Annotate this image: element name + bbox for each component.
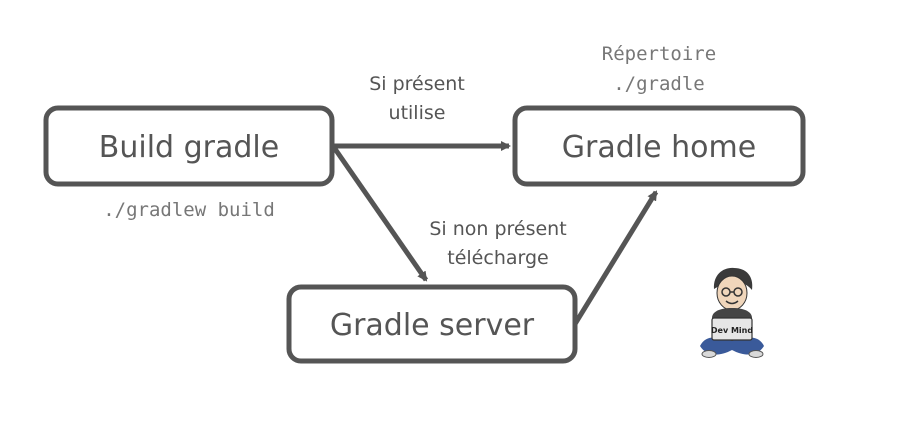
arrow-server-to-home: [572, 190, 659, 326]
gradle-home-box: [512, 105, 806, 187]
edge-label-absent-line2: télécharge: [447, 247, 548, 269]
mascot-shoe-left: [701, 350, 717, 358]
node-build-gradle: Build gradle: [43, 105, 335, 187]
arrow-build-to-server: [330, 144, 429, 282]
edge-label-present-line2: utilise: [389, 102, 446, 124]
mascot-shoe-right: [748, 350, 764, 358]
build-gradle-label: Build gradle: [99, 130, 279, 165]
devmind-mascot-logo: Dev Mind: [700, 267, 764, 358]
node-gradle-server: Gradle server: [286, 284, 578, 364]
mascot-smile: [725, 300, 739, 305]
node-gradle-home: Gradle home: [512, 105, 806, 187]
edge-label-present-line1: Si présent: [369, 73, 465, 95]
gradle-home-location-line1: Répertoire: [602, 43, 716, 65]
mascot-laptop-text: Dev Mind: [711, 326, 753, 335]
gradle-server-box: [286, 284, 578, 364]
gradle-home-location-line2: ./gradle: [613, 73, 705, 95]
gradlew-build-command: ./gradlew build: [103, 199, 275, 221]
gradle-home-label: Gradle home: [562, 130, 756, 165]
mascot-legs: [700, 337, 764, 355]
gradle-server-label: Gradle server: [330, 308, 535, 343]
build-gradle-box: [43, 105, 335, 187]
edge-label-absent-line1: Si non présent: [429, 218, 566, 240]
mascot-laptop: [711, 317, 753, 341]
